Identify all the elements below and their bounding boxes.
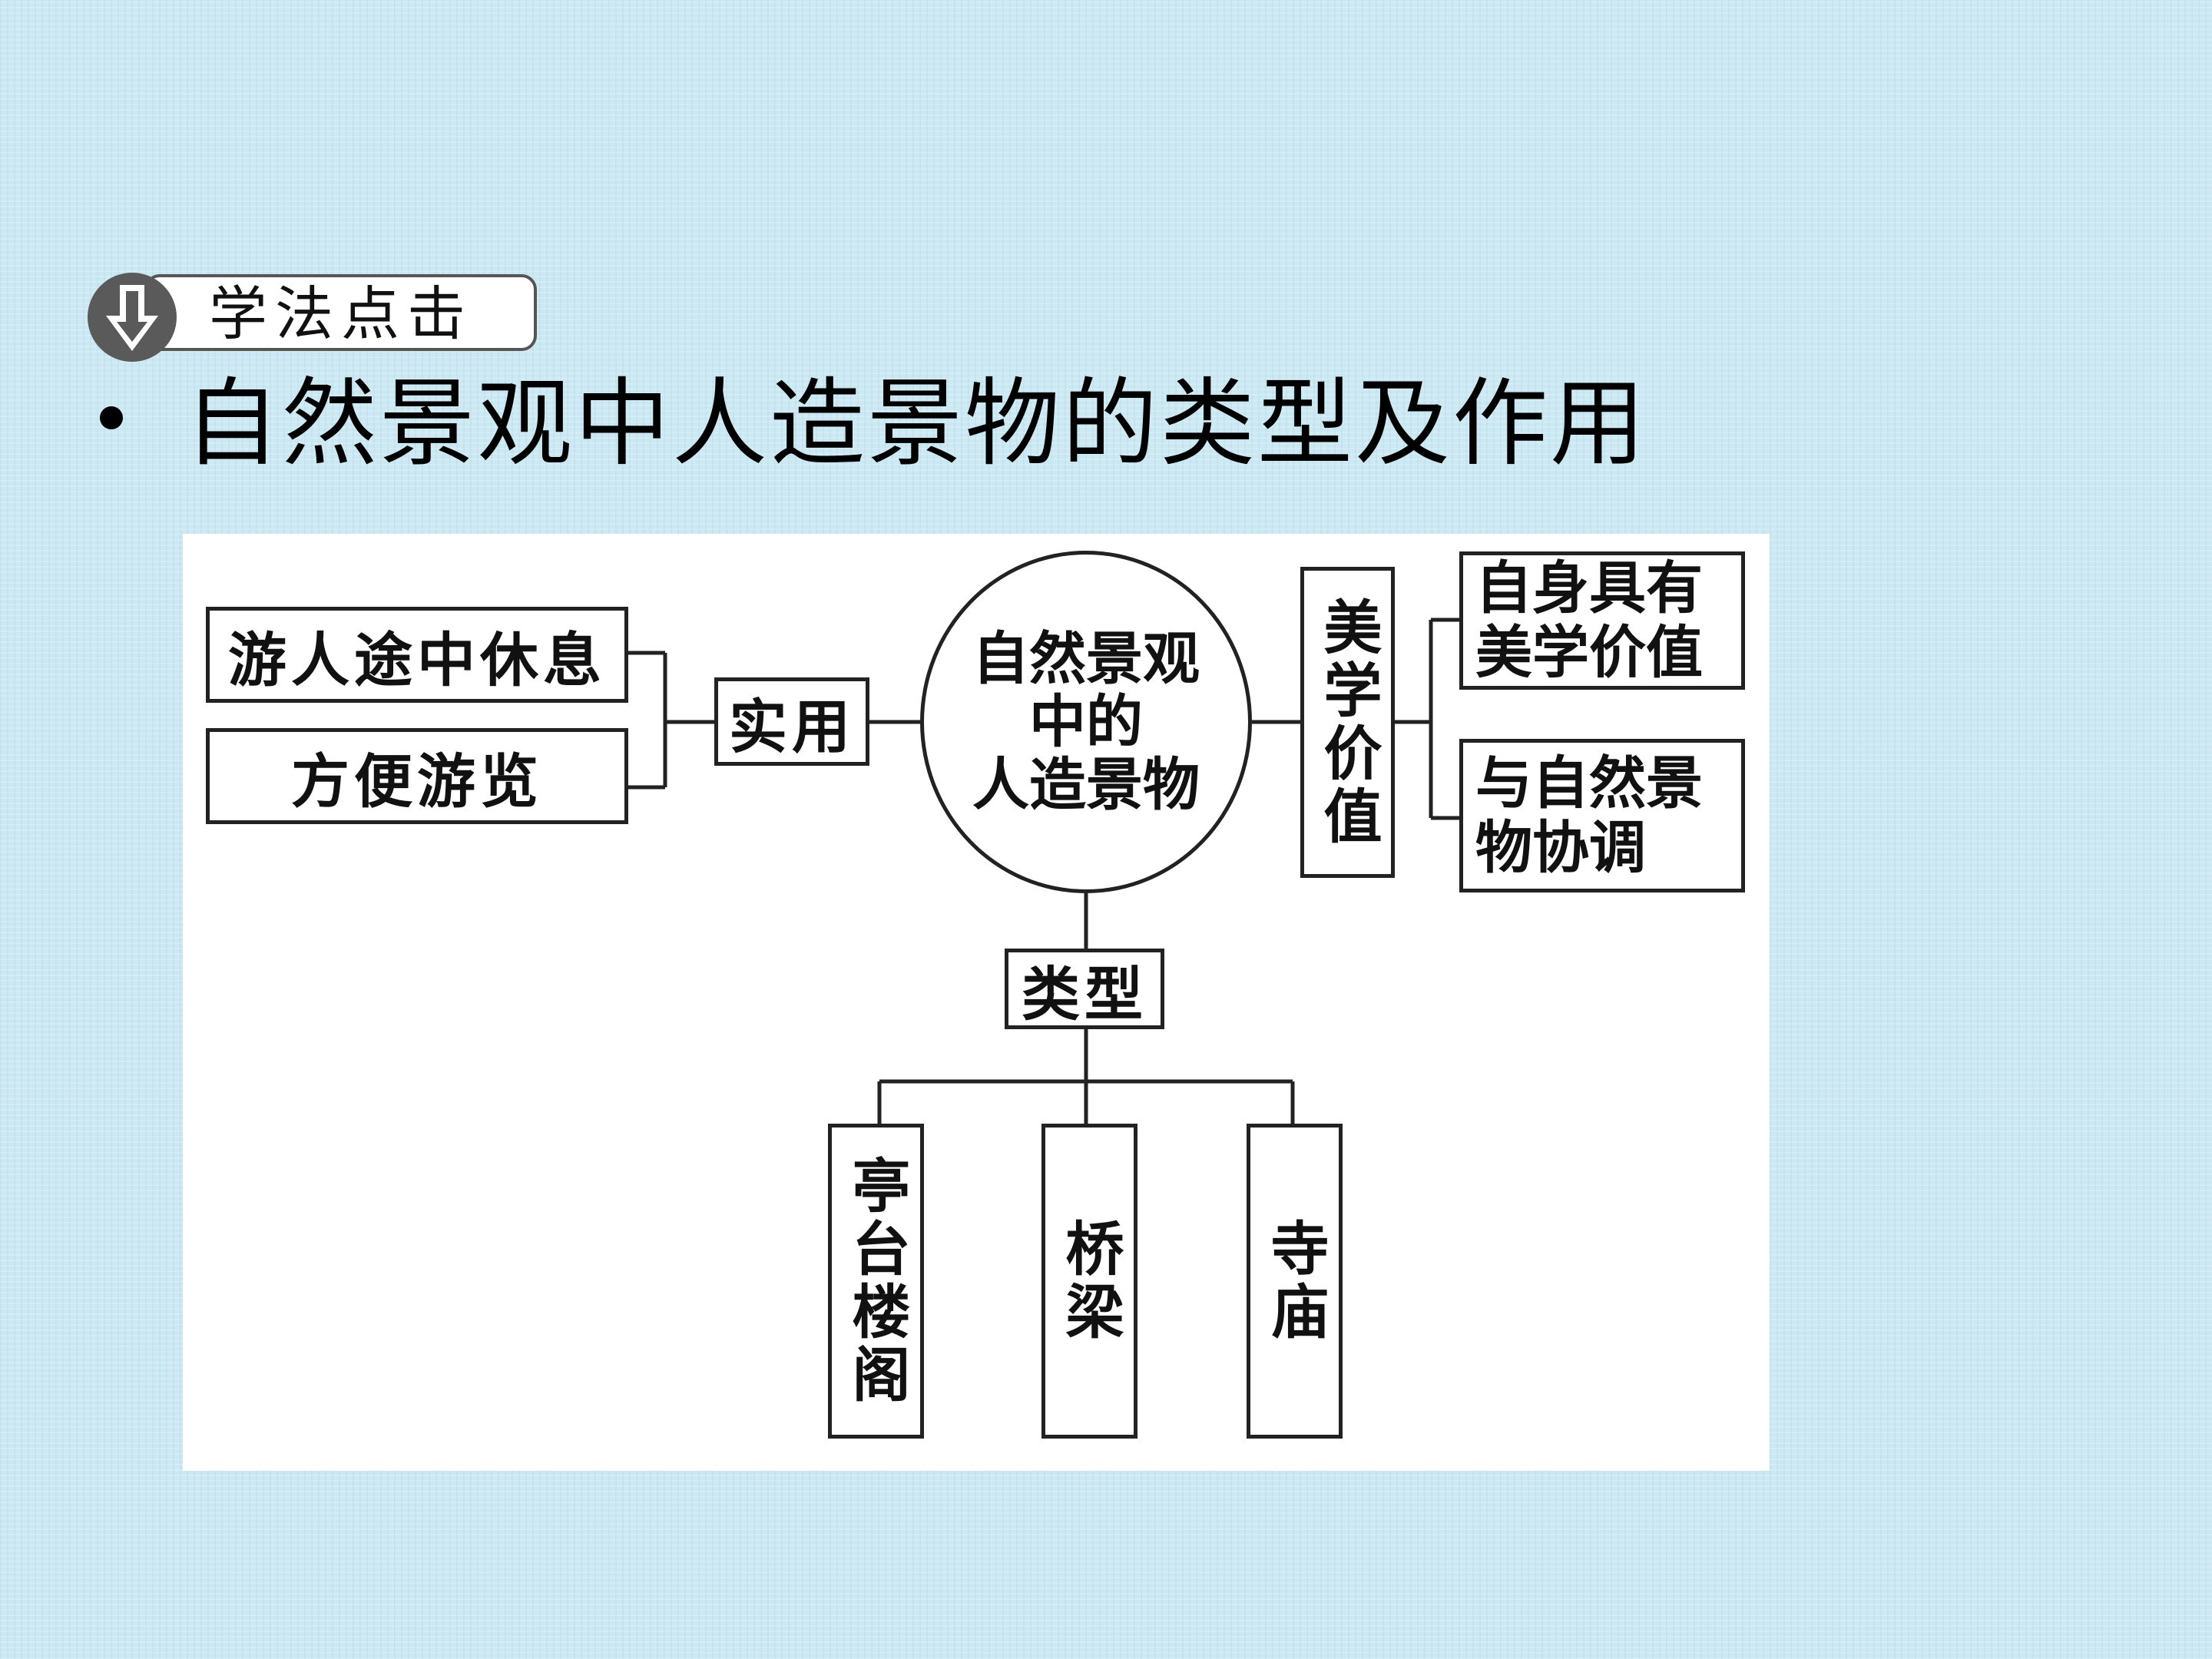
node-temples-label: 寺庙	[1260, 1218, 1330, 1344]
bullet-line: 自然景观中人造景物的类型及作用	[100, 361, 1647, 479]
center-line-1: 自然景观	[972, 626, 1200, 692]
node-inherent-beauty: 自身具有 美学价值	[1459, 551, 1745, 690]
node-practical: 实用	[714, 677, 869, 766]
center-node: 自然景观 中的 人造景物	[920, 551, 1252, 893]
node-temples: 寺庙	[1247, 1124, 1343, 1439]
section-badge: 学法点击	[86, 271, 543, 362]
node-inherent-beauty-line-1: 自身具有	[1475, 555, 1703, 621]
node-aesthetic-value: 美学价值	[1300, 567, 1395, 878]
down-arrow-circle-icon	[88, 273, 177, 362]
concept-diagram: 游人途中休息 方便游览 实用 自然景观 中的 人造景物 美学价值 自身具有 美学…	[183, 534, 1770, 1471]
center-line-2: 中的	[1029, 689, 1143, 755]
node-types: 类型	[1005, 949, 1164, 1029]
connector-lines	[628, 618, 1459, 1124]
node-pavilions: 亭台楼阁	[828, 1124, 924, 1439]
node-bridges: 桥梁	[1041, 1124, 1137, 1439]
node-inherent-beauty-line-2: 美学价值	[1475, 620, 1703, 686]
node-types-label: 类型	[1022, 959, 1147, 1028]
node-harmony-line-1: 与自然景	[1475, 750, 1703, 816]
node-bridges-label: 桥梁	[1055, 1218, 1124, 1344]
slide-title: 自然景观中人造景物的类型及作用	[184, 369, 1648, 479]
node-harmony: 与自然景 物协调	[1459, 739, 1745, 892]
node-aesthetic-value-label: 美学价值	[1313, 596, 1382, 849]
node-convenient-tour-label: 方便游览	[291, 747, 543, 816]
node-pavilions-label: 亭台楼阁	[842, 1155, 911, 1407]
node-convenient-tour: 方便游览	[206, 728, 628, 824]
badge-label: 学法点击	[209, 280, 473, 348]
node-rest: 游人途中休息	[206, 607, 628, 703]
node-rest-label: 游人途中休息	[228, 625, 606, 694]
badge-pill	[144, 274, 537, 351]
center-line-3: 人造景物	[972, 752, 1200, 818]
node-practical-label: 实用	[729, 692, 855, 761]
bullet-dot	[100, 406, 123, 429]
node-harmony-line-2: 物协调	[1475, 815, 1646, 881]
